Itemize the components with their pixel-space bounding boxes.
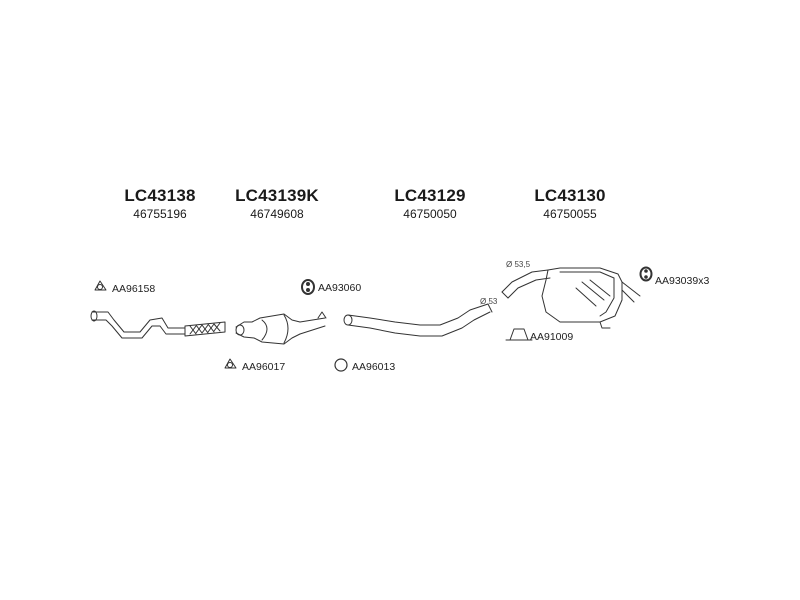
rear-silencer-drawing (501, 267, 641, 329)
front-pipe-drawing (90, 310, 226, 339)
triangle-clamp-icon (224, 358, 237, 369)
accessory-label-aa93039: AA93039x3 (655, 275, 710, 287)
part-header-lc43129: LC43129 46750050 (380, 186, 480, 221)
part-oem-number: 46755196 (133, 207, 187, 221)
part-oem-number: 46749608 (250, 207, 304, 221)
part-oem-number: 46750055 (543, 207, 597, 221)
accessory-label-aa93060: AA93060 (318, 282, 362, 294)
intermediate-pipe-drawing (343, 303, 493, 337)
part-header-lc43138: LC43138 46755196 (110, 186, 210, 221)
part-header-lc43130: LC43130 46750055 (520, 186, 620, 221)
u-clamp-icon (505, 328, 533, 341)
diameter-label-mid-outlet: Ø 53 (480, 297, 498, 306)
part-oem-number: 46750050 (403, 207, 457, 221)
part-code: LC43138 (124, 186, 196, 205)
triangle-clamp-icon (94, 280, 107, 291)
catalytic-converter-drawing (235, 311, 327, 345)
part-code: LC43139K (235, 186, 319, 205)
accessory-label-aa96158: AA96158 (112, 283, 156, 295)
accessory-label-aa96017: AA96017 (242, 361, 286, 373)
accessory-label-aa91009: AA91009 (530, 331, 574, 343)
part-code: LC43130 (534, 186, 606, 205)
part-code: LC43129 (394, 186, 466, 205)
rubber-hanger-icon (301, 279, 315, 295)
diameter-label-rear-inlet: Ø 53,5 (506, 260, 531, 269)
part-header-lc43139k: LC43139K 46749608 (222, 186, 332, 221)
ring-gasket-icon (334, 358, 348, 372)
rubber-hanger-icon (639, 266, 653, 282)
accessory-label-aa96013: AA96013 (352, 361, 396, 373)
